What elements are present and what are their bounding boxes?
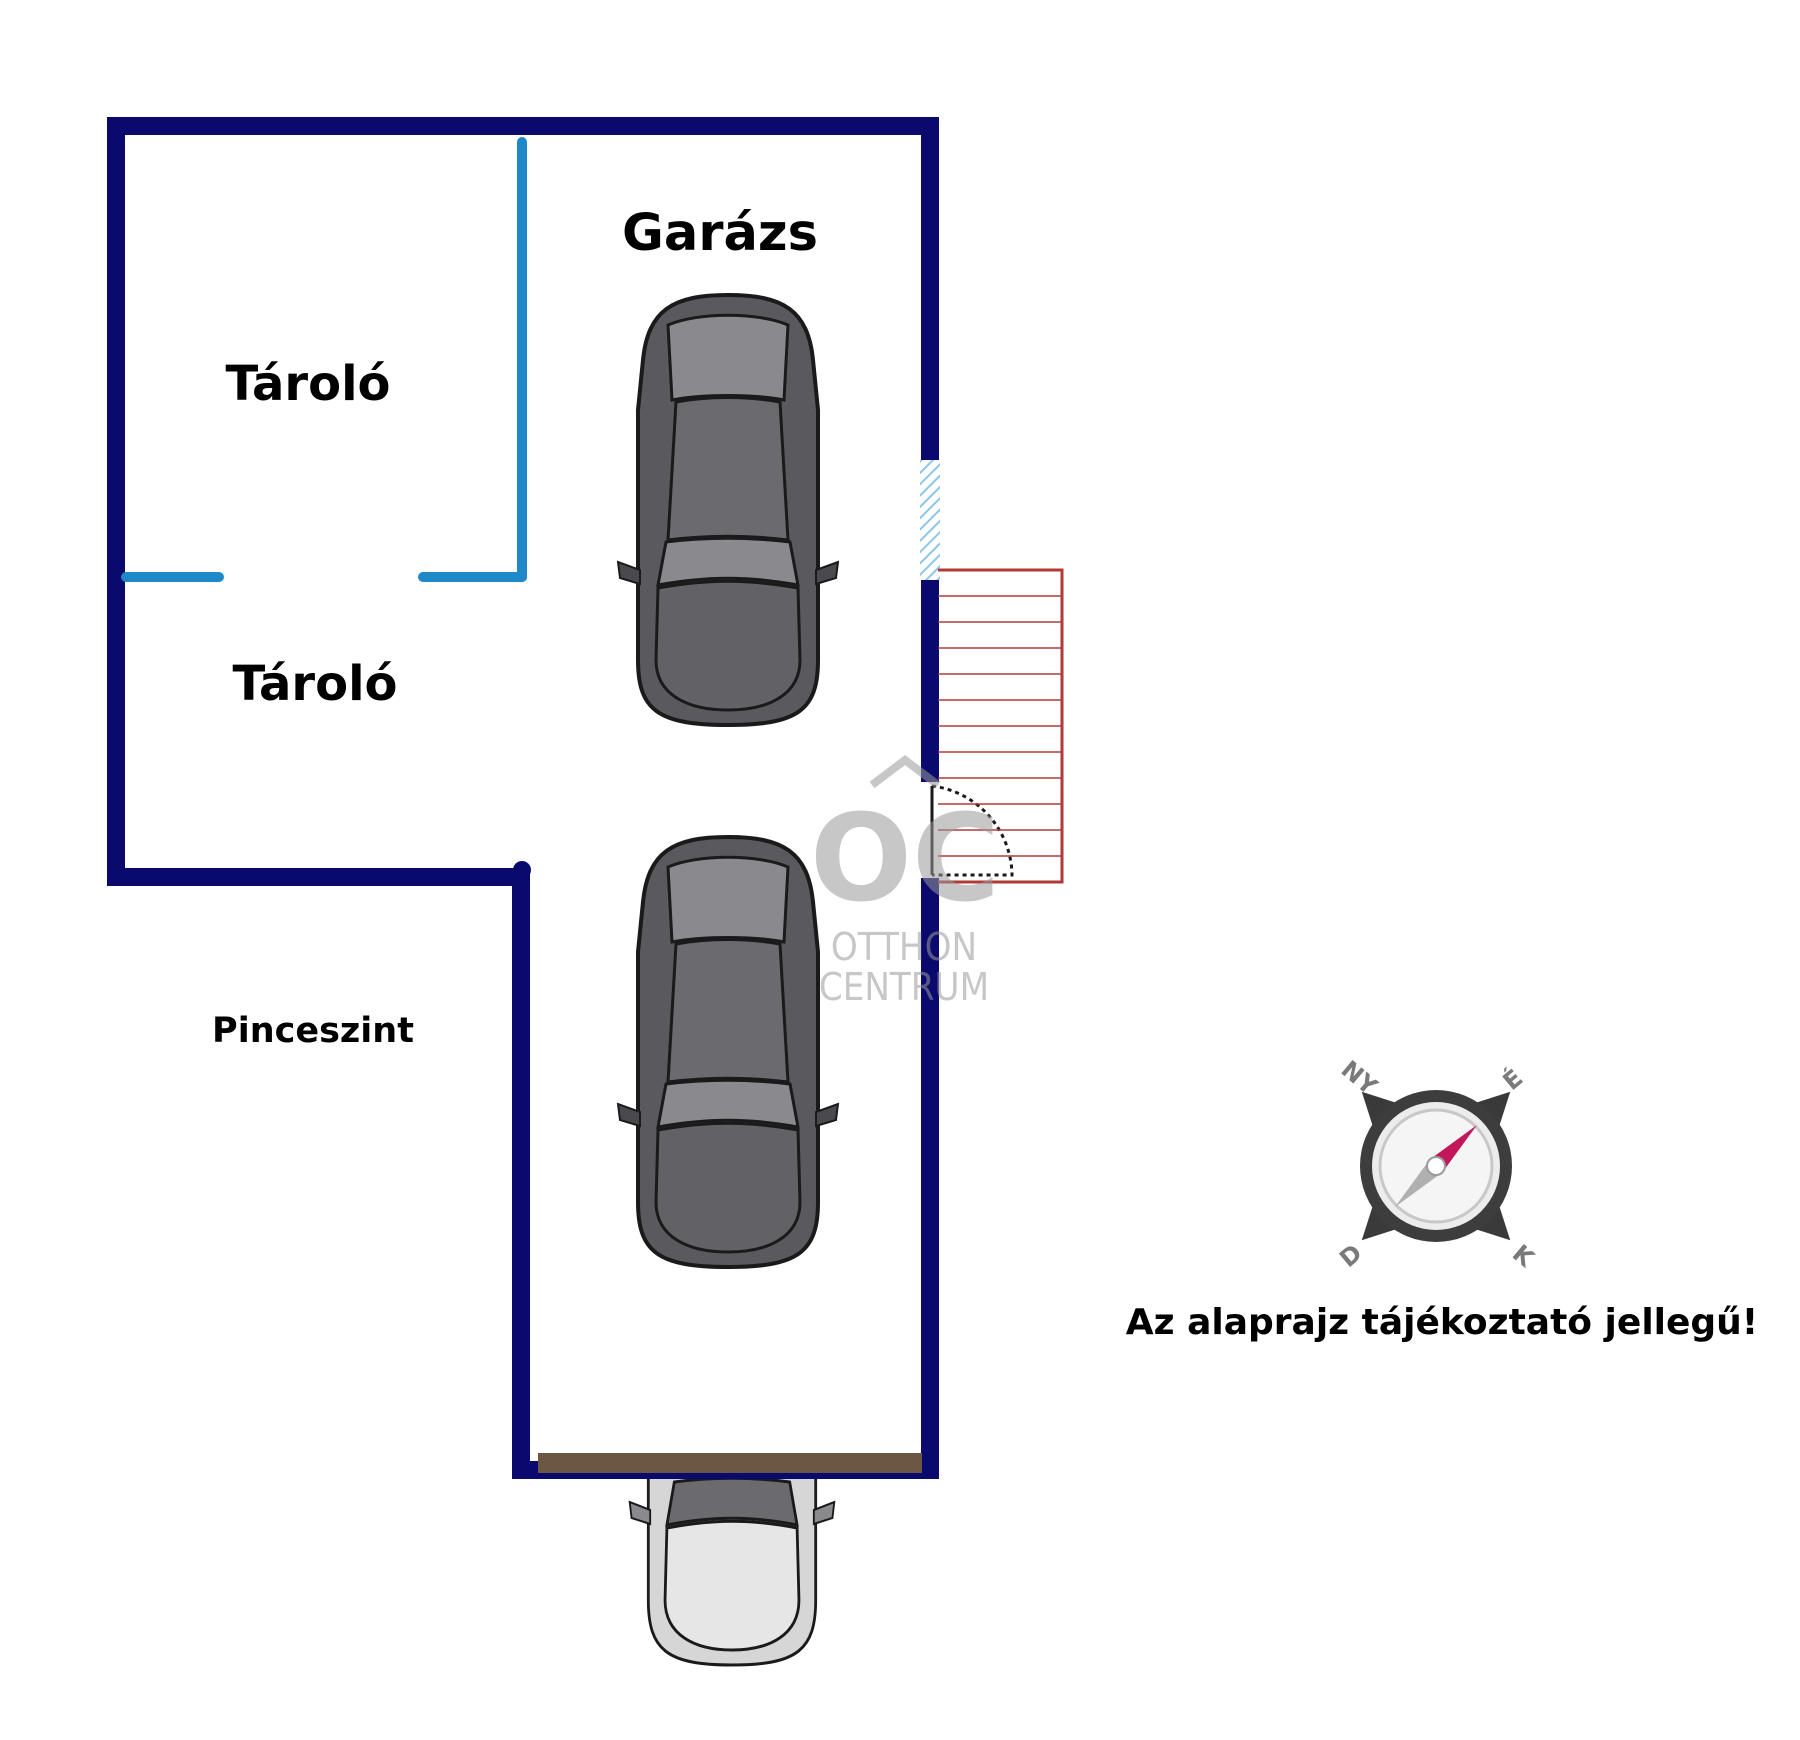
side-door-opening	[920, 782, 940, 878]
stairs	[938, 568, 1064, 884]
compass-icon: NY É D K	[1334, 1055, 1540, 1273]
disclaimer-text: Az alaprajz tájékoztató jellegű!	[1126, 1302, 1758, 1343]
watermark-line2: CENTRUM	[819, 965, 989, 1009]
level-label: Pinceszint	[212, 1011, 414, 1051]
outer-wall	[107, 117, 939, 1479]
watermark-logo-mark: OC	[810, 790, 1000, 929]
car-top-icon	[616, 293, 840, 727]
compass-label-sw: D	[1334, 1239, 1367, 1273]
compass-label-nw: NY	[1336, 1055, 1383, 1101]
inner-partition-walls	[121, 137, 527, 582]
storage-lower-label: Tároló	[232, 656, 397, 712]
storage-upper-label: Tároló	[225, 356, 390, 412]
door-swing	[930, 784, 1014, 877]
watermark-logo: OC OTTHON CENTRUM	[810, 754, 1000, 1009]
window	[920, 460, 940, 580]
compass-label-se: K	[1507, 1239, 1540, 1273]
garage-door	[538, 1453, 922, 1473]
compass-label-ne: É	[1497, 1063, 1528, 1096]
garage-label: Garázs	[622, 204, 818, 263]
watermark-line1: OTTHON	[831, 925, 977, 969]
car-bottom-icon	[616, 835, 840, 1269]
car-driveway-icon	[628, 1476, 836, 1667]
